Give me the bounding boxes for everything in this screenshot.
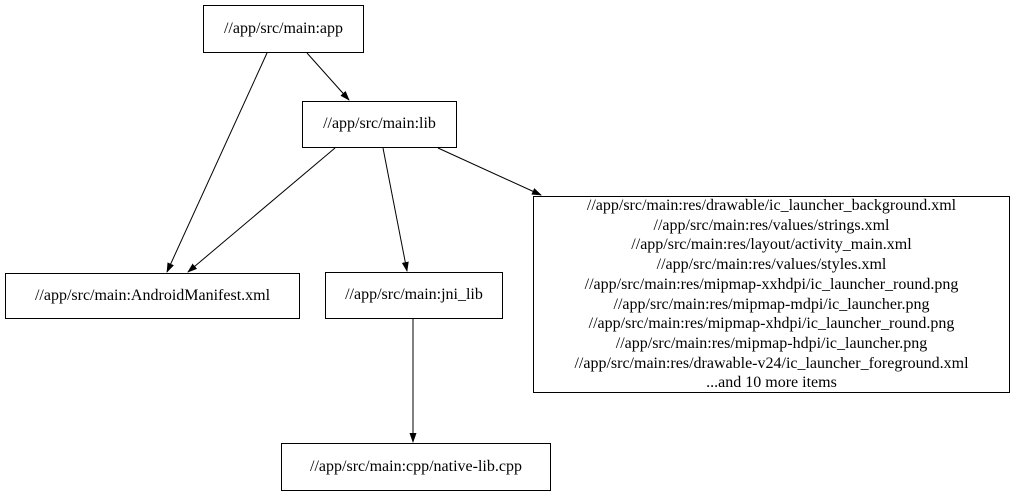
node-lib: //app/src/main:lib	[302, 101, 457, 148]
node-android-manifest-label: //app/src/main:AndroidManifest.xml	[34, 286, 271, 304]
node-native-lib-cpp: //app/src/main:cpp/native-lib.cpp	[281, 443, 551, 491]
res-group-line: //app/src/main:res/values/styles.xml	[656, 256, 887, 274]
edge-app-to-manifest	[166, 52, 268, 273]
res-group-line: //app/src/main:res/mipmap-mdpi/ic_launch…	[613, 295, 930, 313]
res-group-line: //app/src/main:res/drawable/ic_launcher_…	[586, 196, 957, 214]
edge-app-to-lib	[306, 52, 350, 101]
res-group-line: //app/src/main:res/mipmap-xhdpi/ic_launc…	[588, 315, 955, 333]
edge-lib-to-res-group	[437, 147, 542, 196]
node-jni-lib-label: //app/src/main:jni_lib	[345, 286, 483, 304]
node-jni-lib: //app/src/main:jni_lib	[325, 272, 503, 319]
node-res-group: //app/src/main:res/drawable/ic_launcher_…	[533, 196, 1010, 393]
node-app: //app/src/main:app	[203, 5, 364, 53]
res-group-more-items: ...and 10 more items	[706, 374, 837, 392]
node-android-manifest: //app/src/main:AndroidManifest.xml	[5, 273, 300, 319]
node-native-lib-cpp-label: //app/src/main:cpp/native-lib.cpp	[310, 457, 522, 475]
res-group-line: //app/src/main:res/values/strings.xml	[653, 216, 890, 234]
res-group-line: //app/src/main:res/layout/activity_main.…	[631, 236, 912, 254]
res-group-line: //app/src/main:res/drawable-v24/ic_launc…	[574, 354, 969, 372]
node-app-label: //app/src/main:app	[223, 19, 344, 37]
node-lib-label: //app/src/main:lib	[323, 115, 436, 133]
edge-lib-to-jni-lib	[382, 147, 409, 272]
res-group-line: //app/src/main:res/mipmap-xxhdpi/ic_laun…	[584, 275, 959, 293]
edge-lib-to-manifest	[187, 147, 336, 273]
res-group-line: //app/src/main:res/mipmap-hdpi/ic_launch…	[615, 334, 928, 352]
